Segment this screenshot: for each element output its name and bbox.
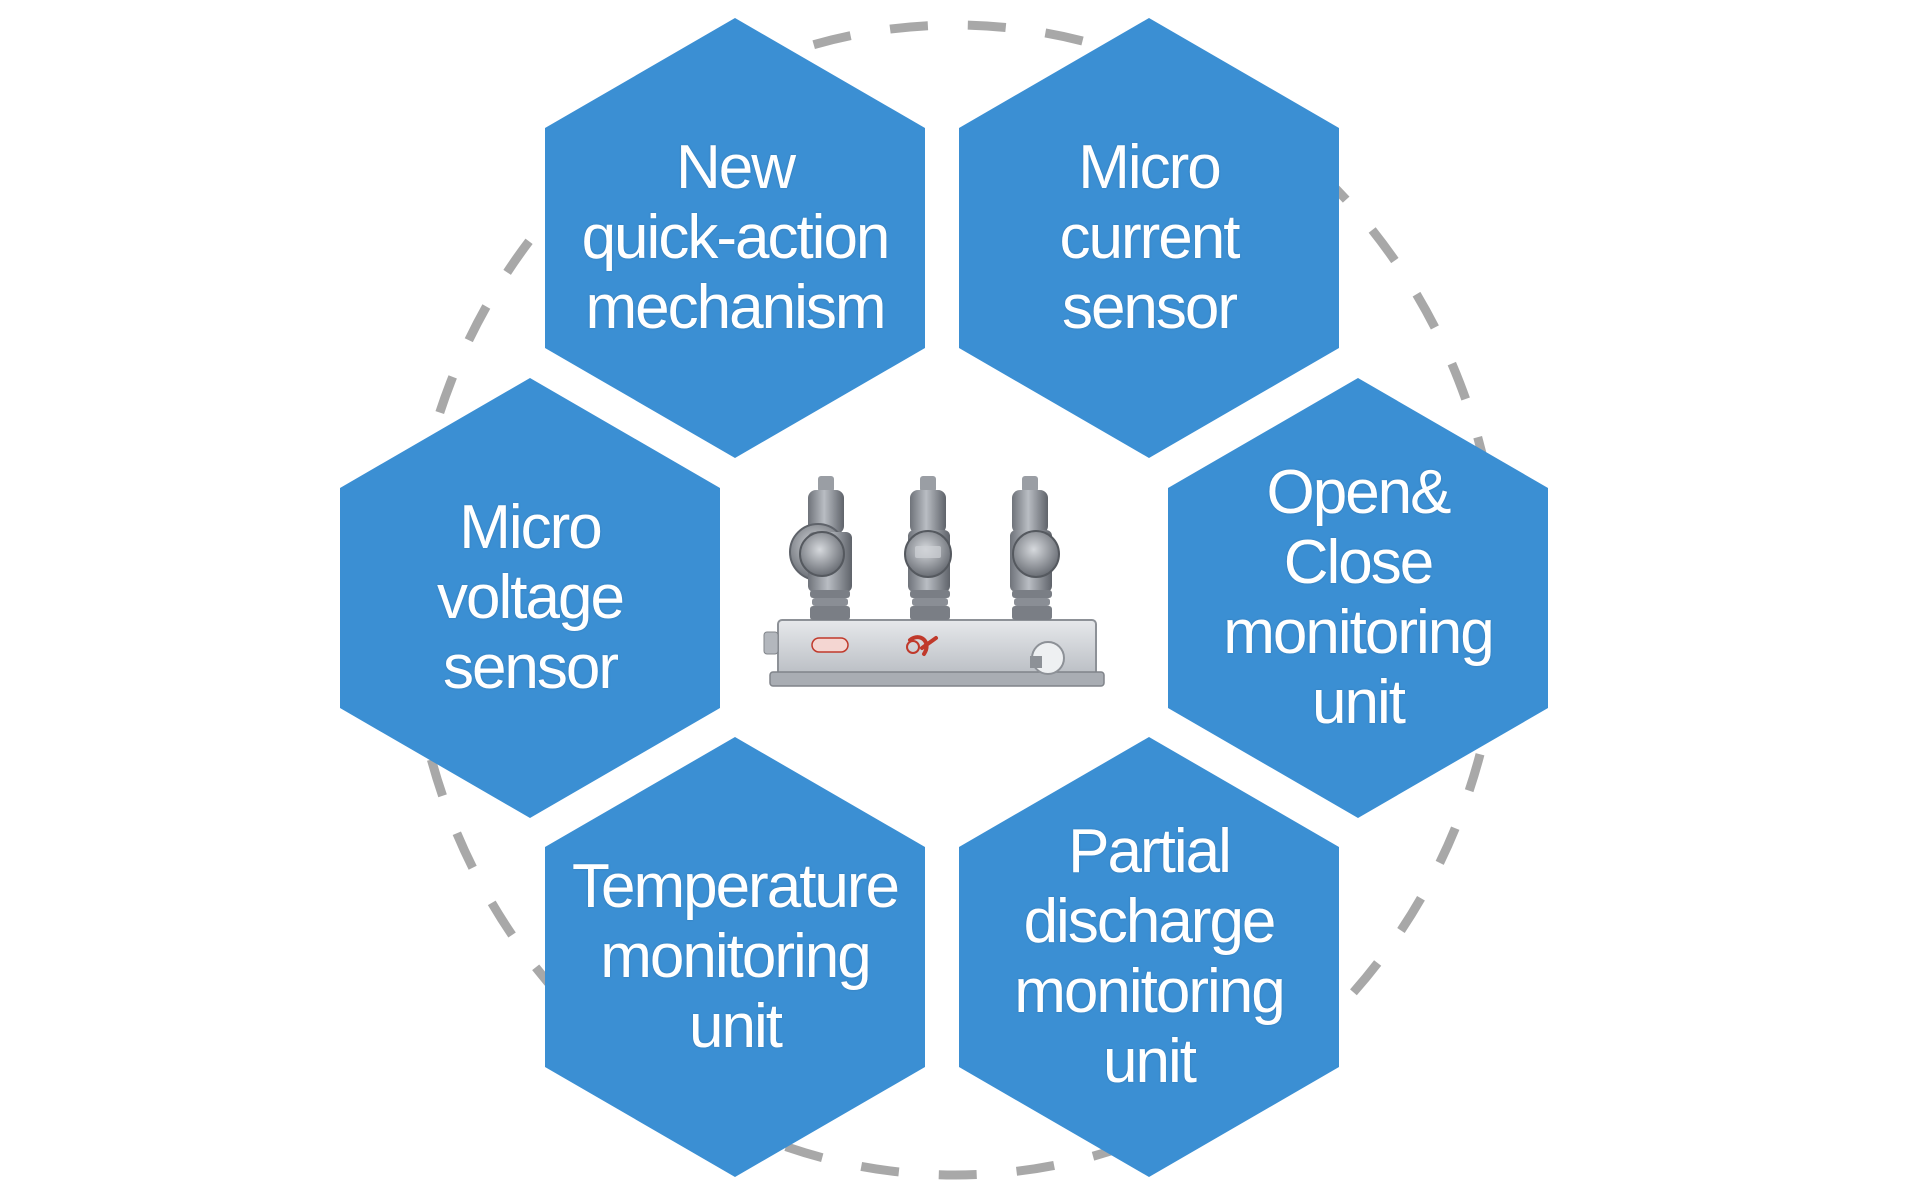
circuit-breaker-icon [763, 476, 1105, 687]
hex-label: Micro voltage sensor [437, 493, 625, 702]
hex-open-close-monitoring-unit: Open& Close monitoring unit [1168, 378, 1548, 818]
hex-label: Open& Close monitoring unit [1223, 458, 1494, 737]
hex-label: Micro current sensor [1059, 133, 1241, 342]
hex-label: New quick-action mechanism [581, 133, 891, 342]
hex-label: Temperature monitoring unit [571, 852, 900, 1061]
hex-label: Partial discharge monitoring unit [1014, 817, 1285, 1096]
